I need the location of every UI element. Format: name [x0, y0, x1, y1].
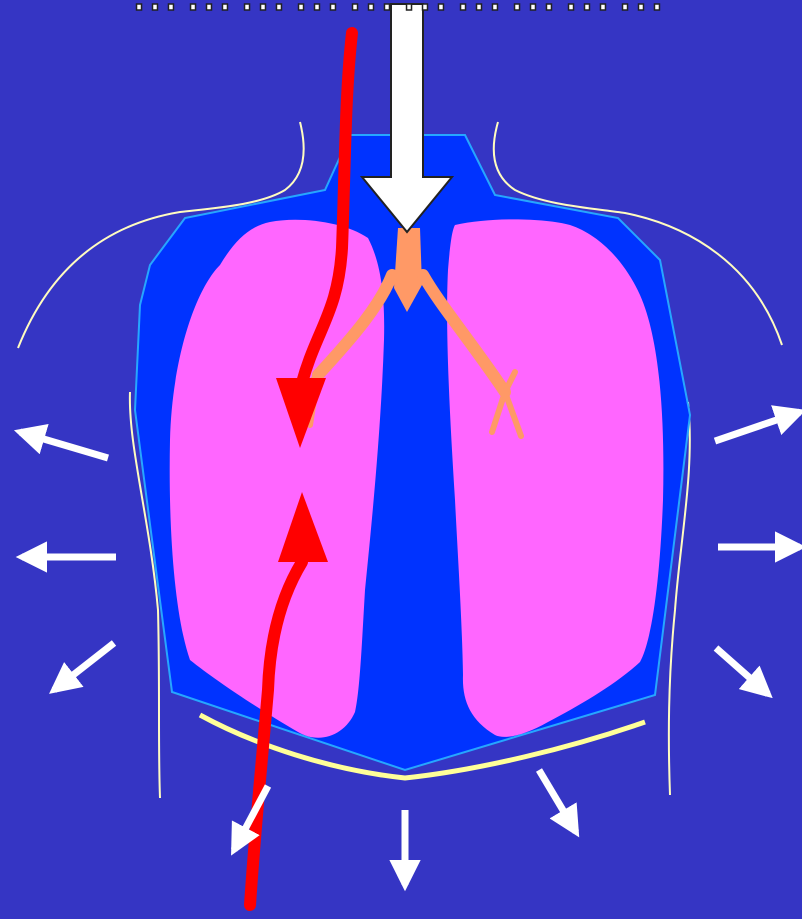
left-lung: [170, 220, 384, 738]
arrow-icon: [54, 643, 114, 690]
arrow-icon: [539, 770, 576, 832]
arrow-icon: [20, 432, 108, 458]
right-lung: [447, 219, 663, 737]
arrow-icon: [716, 648, 768, 694]
cropped-title: …………………………: [0, 0, 802, 22]
arrow-icon: [715, 412, 800, 441]
